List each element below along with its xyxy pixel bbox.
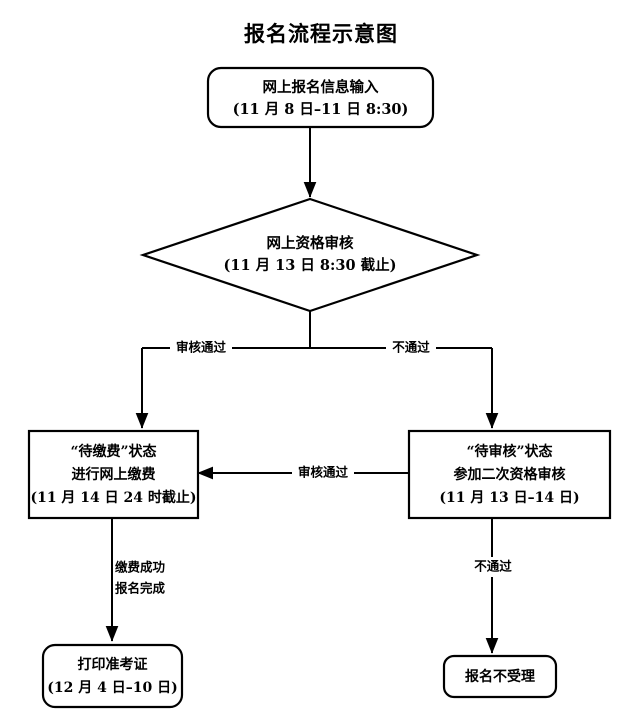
node-online-registration-line1: 网上报名信息输入	[263, 78, 379, 96]
node-pending-review-line1: “待审核”状态	[466, 443, 552, 460]
edge-label-branch-pass: 审核通过	[176, 340, 227, 355]
edge-label-second-review-fail: 不通过	[474, 559, 512, 574]
node-print-admission-ticket[interactable]: 打印准考证 (12 月 4 日–10 日)	[41, 643, 184, 709]
node-online-qualification-review-shape	[139, 197, 481, 313]
node-online-registration[interactable]: 网上报名信息输入 (11 月 8 日–11 日 8:30)	[206, 66, 435, 129]
edge-label-pass-backing	[170, 338, 232, 358]
edge-label-payment-success-line2: 报名完成	[115, 581, 166, 596]
node-online-registration-shape	[206, 66, 435, 129]
node-pending-review[interactable]: “待审核”状态 参加二次资格审核 (11 月 13 日–14 日)	[407, 429, 612, 520]
node-online-registration-line2: (11 月 8 日–11 日 8:30)	[233, 101, 409, 118]
node-pending-payment-line3: (11 月 14 日 24 时截止)	[30, 489, 196, 506]
node-online-qualification-review-line2: (11 月 13 日 8:30 截止)	[224, 256, 397, 274]
node-pending-review-line2: 参加二次资格审核	[454, 466, 566, 483]
node-application-rejected-line1: 报名不受理	[465, 668, 535, 685]
edge-label-second-review-pass: 审核通过	[298, 465, 349, 480]
node-pending-payment-line1: “待缴费”状态	[70, 443, 156, 460]
node-pending-payment[interactable]: “待缴费”状态 进行网上缴费 (11 月 14 日 24 时截止)	[27, 429, 200, 520]
page-title: 报名流程示意图	[244, 21, 398, 46]
node-pending-review-line3: (11 月 13 日–14 日)	[439, 490, 579, 506]
node-print-admission-ticket-line1: 打印准考证	[78, 656, 148, 673]
node-application-rejected-shape	[442, 654, 558, 699]
edge-label-branch-fail: 不通过	[392, 340, 430, 355]
node-pending-review-shape	[407, 429, 612, 520]
edge-label-payment-success-line1: 缴费成功	[115, 560, 165, 575]
node-pending-payment-shape	[27, 429, 200, 520]
node-print-admission-ticket-shape	[41, 643, 184, 709]
node-online-qualification-review-line1: 网上资格审核	[267, 234, 354, 252]
edge-label-fail-backing	[386, 338, 436, 358]
node-online-qualification-review[interactable]: 网上资格审核 (11 月 13 日 8:30 截止)	[139, 197, 481, 313]
node-print-admission-ticket-line2: (12 月 4 日–10 日)	[47, 680, 177, 696]
edge-label-second-pass-backing	[292, 463, 354, 483]
edge-label-second-fail-backing	[468, 557, 518, 577]
node-application-rejected[interactable]: 报名不受理	[442, 654, 558, 699]
node-pending-payment-line2: 进行网上缴费	[72, 466, 156, 483]
